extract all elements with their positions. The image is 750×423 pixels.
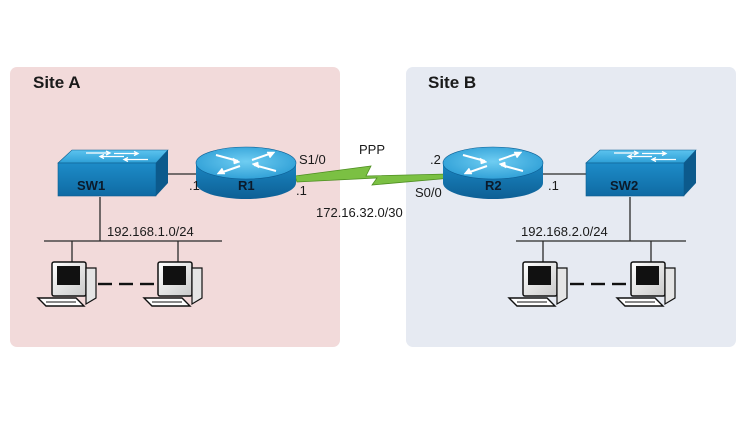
serial-link-ppp — [294, 165, 452, 186]
r1-label: R1 — [238, 178, 255, 193]
pc-b2-icon — [615, 261, 676, 307]
site-a-title: Site A — [33, 73, 81, 92]
wan-subnet-label: 172.16.32.0/30 — [316, 205, 403, 220]
r2-label: R2 — [485, 178, 502, 193]
r2-interface-s0-0: S0/0 — [415, 185, 442, 200]
pc-a2-icon — [142, 261, 203, 307]
site-b-title: Site B — [428, 73, 477, 92]
lan-b-subnet-label: 192.168.2.0/24 — [521, 224, 608, 239]
switch-sw2-icon — [585, 149, 697, 197]
r1-interface-s1-0: S1/0 — [299, 152, 326, 167]
pc-a1-icon — [36, 261, 97, 307]
r2-sw2-address: .1 — [548, 178, 559, 193]
switch-sw1-icon — [57, 149, 169, 197]
site-b-area — [406, 67, 736, 347]
sw1-label: SW1 — [77, 178, 106, 193]
lan-a-subnet-label: 192.168.1.0/24 — [107, 224, 194, 239]
pc-b1-icon — [507, 261, 568, 307]
router-r1-icon — [195, 146, 297, 199]
sw2-label: SW2 — [610, 178, 639, 193]
links — [44, 173, 686, 262]
r2-wan-address: .2 — [430, 152, 441, 167]
router-r2-icon — [442, 146, 544, 199]
sw1-r1-address: .1 — [189, 178, 200, 193]
r1-wan-address: .1 — [296, 183, 307, 198]
ppp-label: PPP — [359, 142, 386, 157]
